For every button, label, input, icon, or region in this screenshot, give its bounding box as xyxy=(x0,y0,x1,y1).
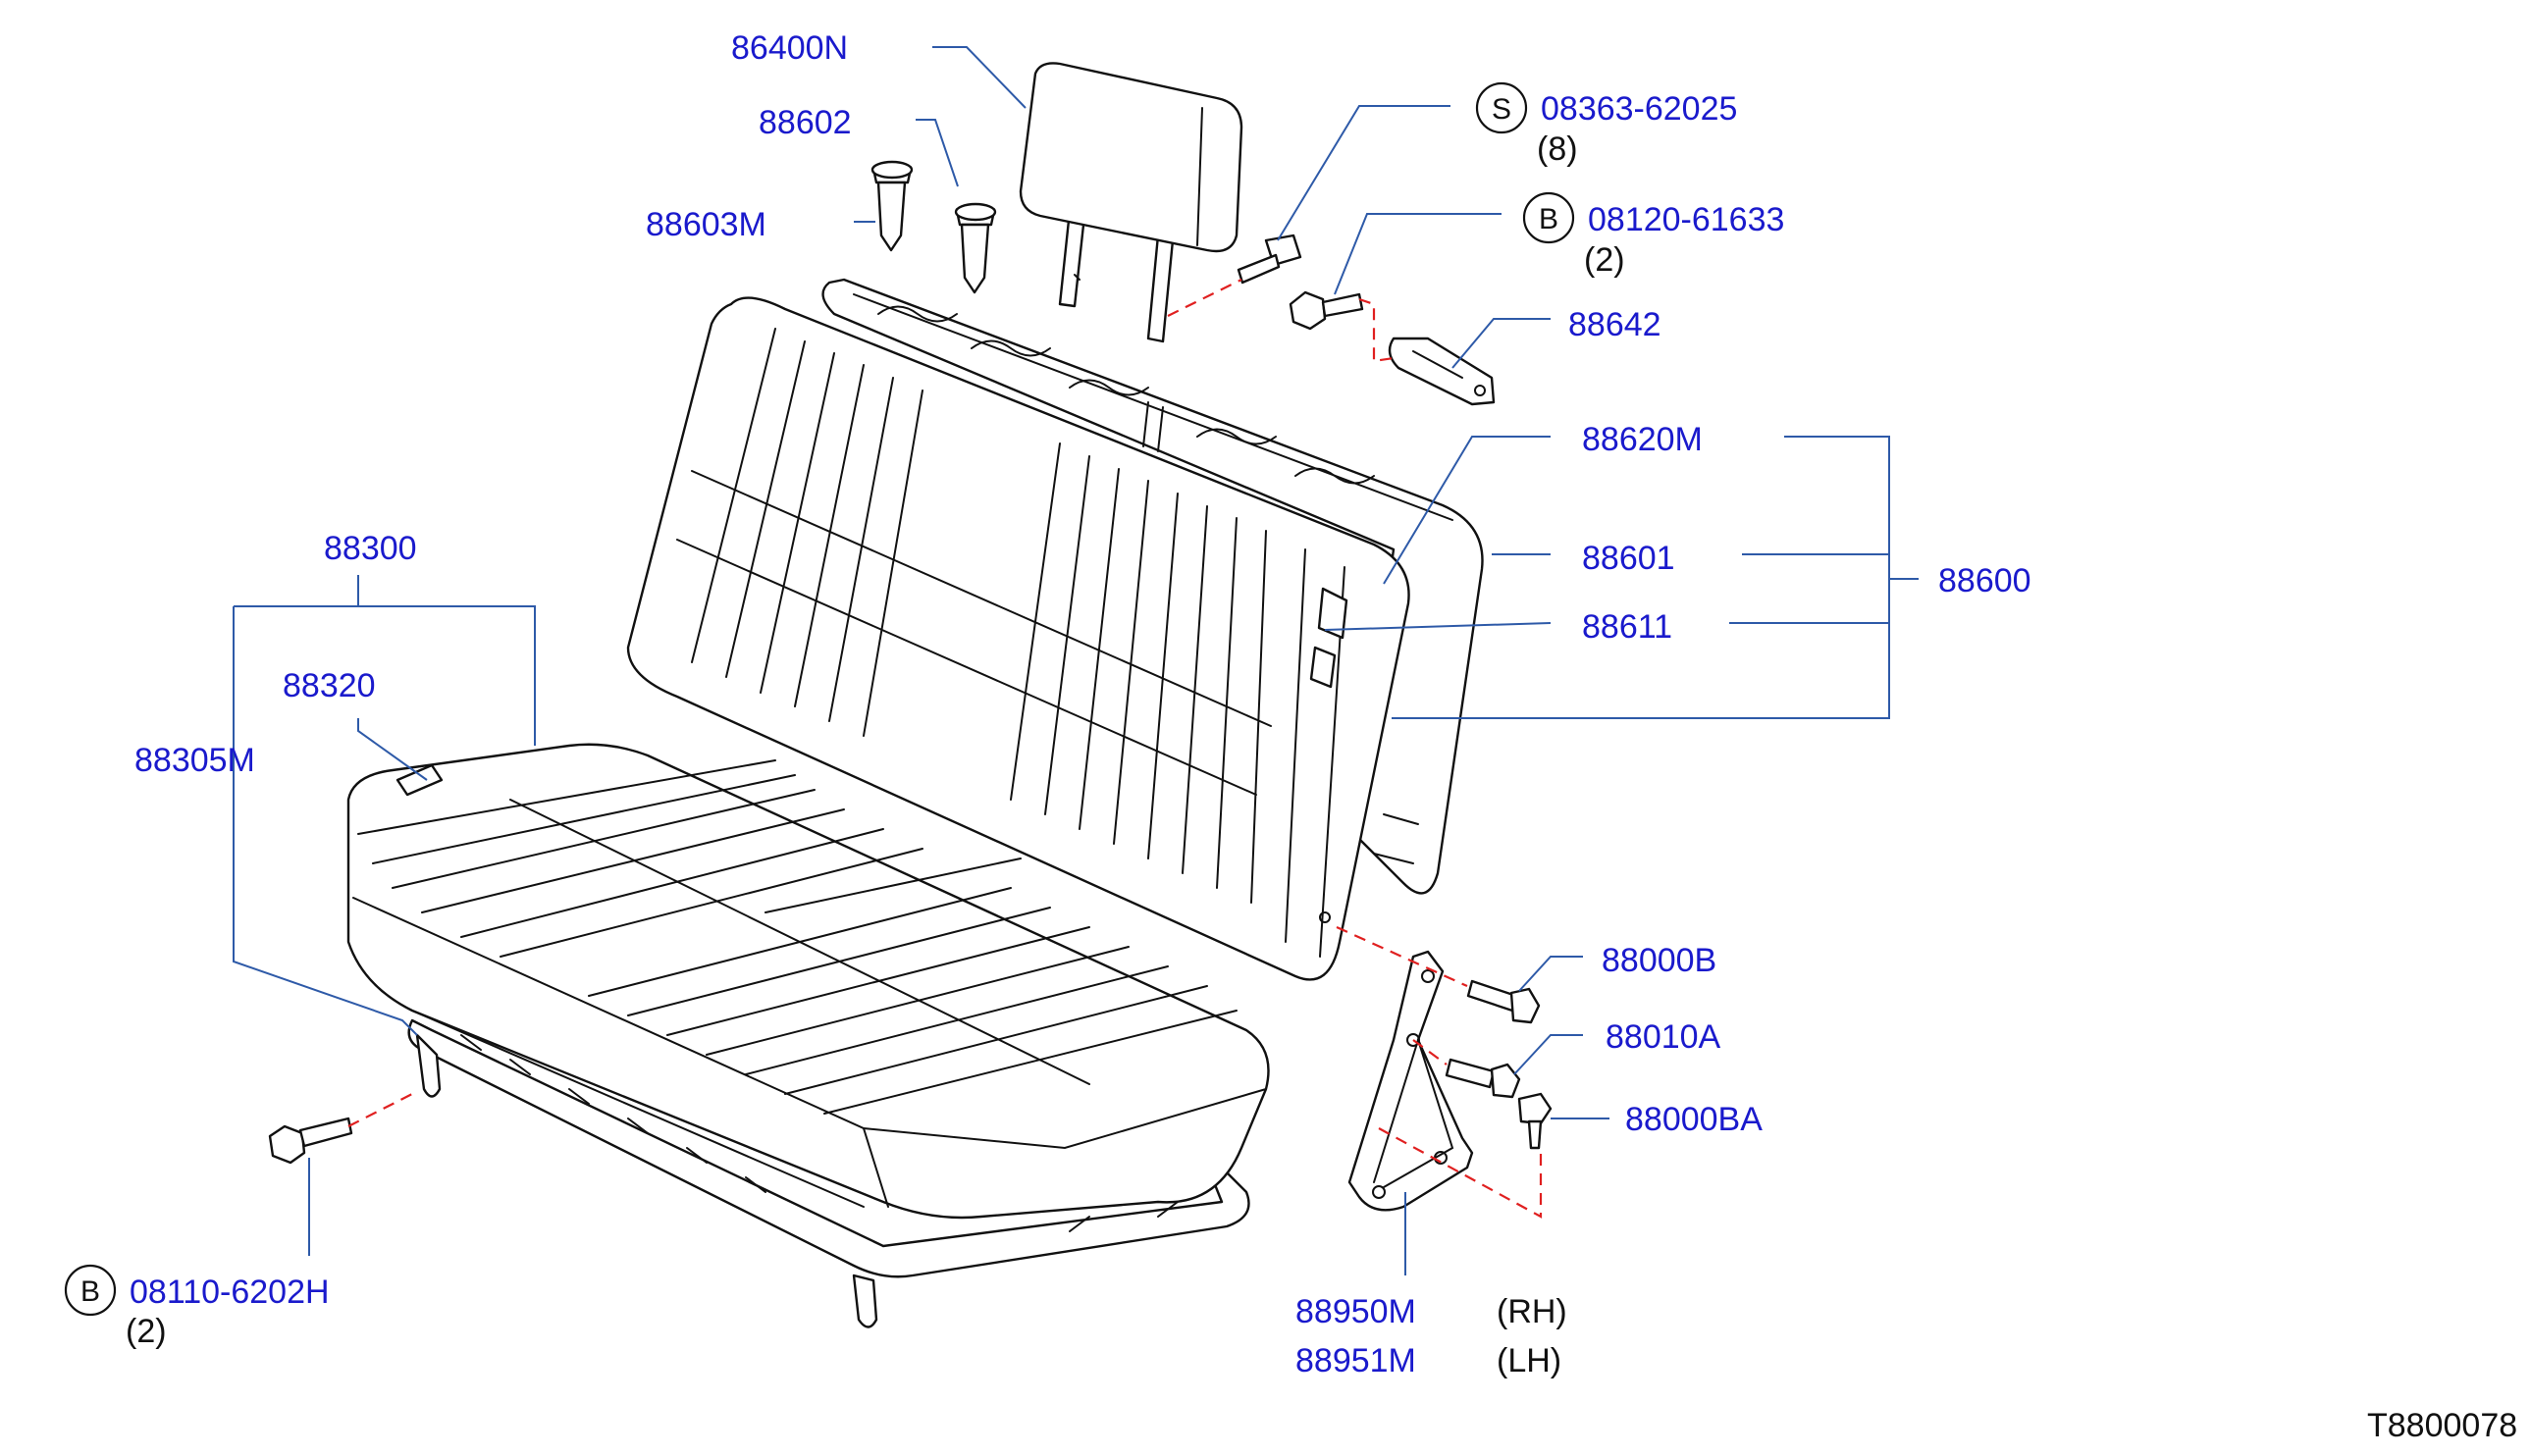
label-rh: (RH) xyxy=(1497,1293,1567,1330)
label-88000B: 88000B xyxy=(1602,942,1716,979)
label-lh: (LH) xyxy=(1497,1342,1561,1379)
bolt-88010A xyxy=(1445,1058,1521,1099)
bolt-88000B xyxy=(1466,979,1541,1024)
label-88642: 88642 xyxy=(1568,306,1661,343)
b-symbol-letter: B xyxy=(1539,203,1558,235)
bracket-88642 xyxy=(1388,337,1496,406)
label-88602: 88602 xyxy=(759,104,852,141)
seat-cushion xyxy=(346,743,1270,1220)
label-88300: 88300 xyxy=(324,530,417,567)
part-labels: 86400N 88602 88603M 08363-62025 (8) 0812… xyxy=(126,29,2517,1444)
b-symbol-top: B xyxy=(1522,191,1575,244)
label-08110-6202H: 08110-6202H xyxy=(130,1274,330,1311)
s-symbol: S xyxy=(1475,81,1528,134)
fastener-paths xyxy=(347,279,1543,1219)
label-88601: 88601 xyxy=(1582,540,1675,577)
bolt-08120-61633 xyxy=(1289,290,1364,331)
label-08120-61633-qty: (2) xyxy=(1584,241,1625,279)
label-08110-6202H-qty: (2) xyxy=(126,1313,167,1350)
label-88950M: 88950M xyxy=(1295,1293,1416,1330)
s-symbol-letter: S xyxy=(1492,93,1511,126)
leader-lines xyxy=(233,46,1919,1275)
bracket-88950M xyxy=(1347,950,1474,1212)
seat-back-frame xyxy=(821,278,1484,895)
label-88010A: 88010A xyxy=(1606,1018,1721,1056)
label-08120-61633: 08120-61633 xyxy=(1588,201,1784,238)
label-08363-62025: 08363-62025 xyxy=(1541,90,1737,128)
label-88320: 88320 xyxy=(283,667,376,704)
diagram-reference: T8800078 xyxy=(2367,1407,2517,1444)
label-88603M: 88603M xyxy=(646,206,766,243)
label-86400N: 86400N xyxy=(731,29,848,67)
bolt-88000BA xyxy=(1517,1092,1553,1150)
label-88600: 88600 xyxy=(1938,562,2031,599)
label-88951M: 88951M xyxy=(1295,1342,1416,1379)
label-88611: 88611 xyxy=(1582,608,1672,646)
headrest-guide-88602 xyxy=(954,202,997,294)
b-symbol-letter: B xyxy=(80,1275,100,1308)
seat-back-cushion xyxy=(626,296,1410,981)
label-88000BA: 88000BA xyxy=(1625,1101,1763,1138)
headrest-guide-88603M xyxy=(870,160,914,252)
seat-cushion-frame xyxy=(407,1018,1250,1328)
bolt-08110-6202H xyxy=(268,1117,353,1165)
b-symbol-bottom: B xyxy=(64,1264,117,1317)
label-88620M: 88620M xyxy=(1582,421,1703,458)
headrest xyxy=(1019,62,1243,343)
label-88305M: 88305M xyxy=(134,742,255,779)
screw-08363-62025 xyxy=(1237,234,1302,285)
label-08363-62025-qty: (8) xyxy=(1537,130,1578,168)
